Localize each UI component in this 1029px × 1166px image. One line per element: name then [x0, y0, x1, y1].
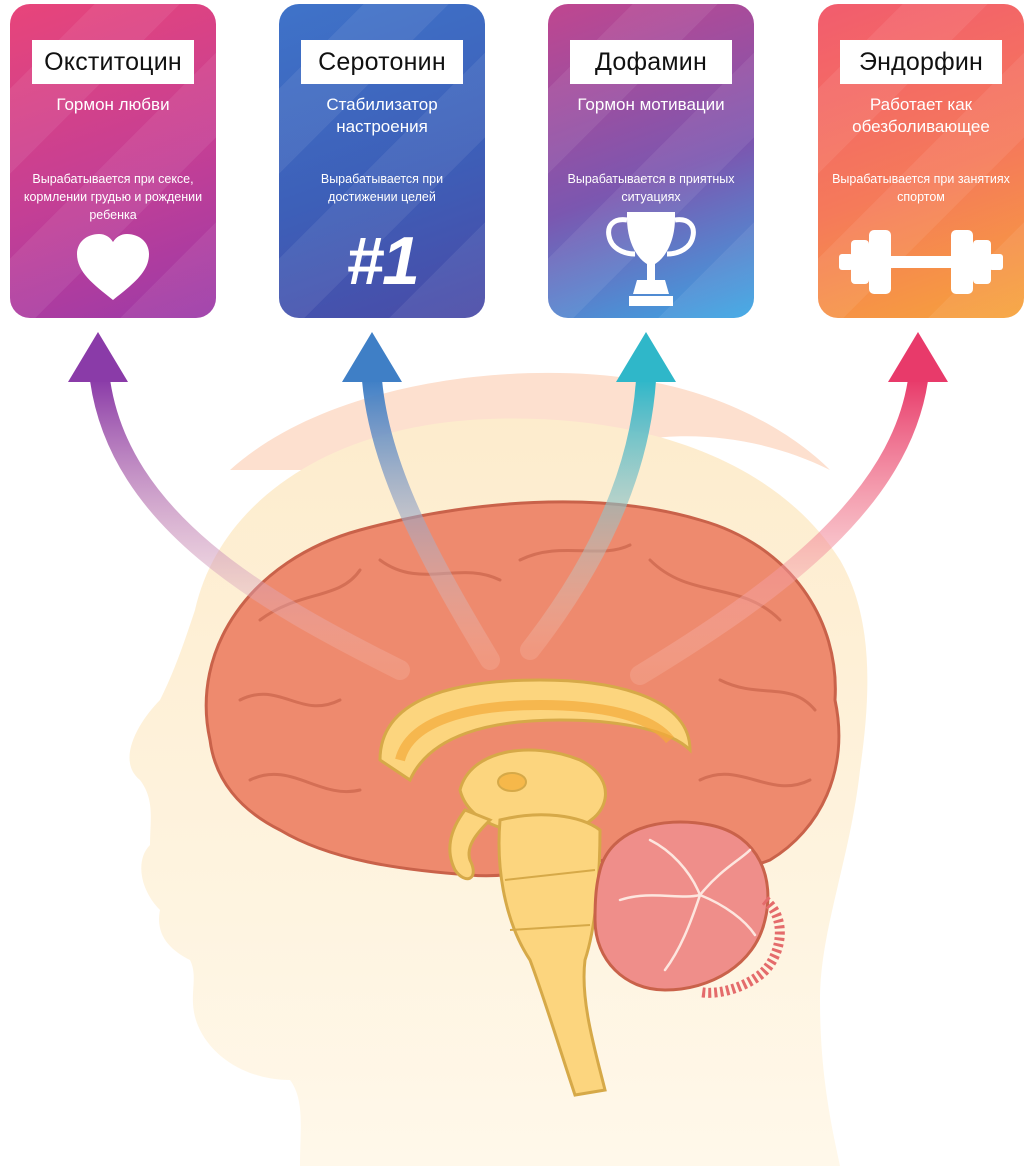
dumbbell-icon: [839, 230, 1003, 294]
trophy-icon: [606, 212, 696, 306]
card-title: Дофамин: [595, 47, 707, 76]
card-oxytocin: Окститоцин Гормон любви Вырабатывается п…: [10, 4, 216, 318]
card-description: Вырабатывается при сексе, кормлении груд…: [23, 172, 203, 222]
card-title-box: Дофамин: [570, 40, 732, 84]
card-description: Вырабатывается в приятных ситуациях: [567, 172, 735, 204]
card-title: Эндорфин: [858, 47, 984, 76]
dopamine-arrow: [520, 332, 676, 660]
oxytocin-arrow: [68, 332, 410, 680]
number-one-icon: #1: [346, 223, 420, 299]
brainstem: [497, 813, 607, 1097]
brain-folds: [238, 543, 817, 794]
cerebellum: [593, 820, 785, 998]
corpus-callosum: [378, 678, 692, 783]
card-title-box: Окститоцин: [32, 40, 194, 84]
card-title-box: Серотонин: [301, 40, 463, 84]
pituitary: [448, 808, 493, 881]
card-title-box: Эндорфин: [840, 40, 1002, 84]
card-endorphin: Эндорфин Работает как обезболивающее Выр…: [818, 4, 1024, 318]
card-role: Гормон мотивации: [577, 95, 725, 114]
card-role: Стабилизатор настроения: [326, 95, 438, 136]
card-role: Гормон любви: [56, 95, 170, 114]
card-role: Работает как обезболивающее: [852, 95, 990, 136]
card-description: Вырабатывается при занятиях спортом: [832, 172, 1010, 204]
heart-icon: [77, 234, 149, 300]
serotonin-arrow: [342, 332, 500, 670]
card-description: Вырабатывается при достижении целей: [320, 172, 444, 204]
card-title: Окститоцин: [44, 47, 182, 76]
endorphin-arrow: [630, 332, 948, 685]
card-serotonin: Серотонин Стабилизатор настроения Выраба…: [279, 4, 485, 318]
card-title: Серотонин: [318, 47, 446, 76]
card-dopamine: Дофамин Гормон мотивации Вырабатывается …: [548, 4, 754, 318]
